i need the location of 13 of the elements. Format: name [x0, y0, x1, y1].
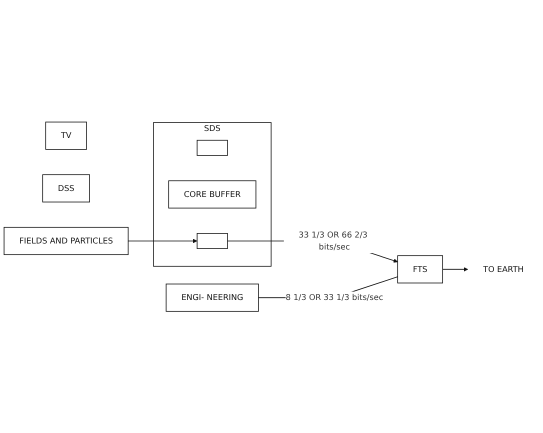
- node-box: FTS: [397, 255, 444, 284]
- edge-label: 33 1/3 OR 66 2/3 bits/sec: [298, 230, 368, 252]
- arrow: [442, 266, 468, 272]
- edge-label: 8 1/3 OR 33 1/3 bits/sec: [286, 292, 384, 302]
- node-text: TO EARTH: [483, 264, 524, 274]
- node-box: [196, 140, 228, 156]
- node-box: TV: [45, 121, 87, 150]
- node-box: [196, 232, 228, 249]
- arrow: [128, 238, 198, 244]
- node-box: CORE BUFFER: [168, 180, 256, 208]
- node-box: FIELDS AND PARTICLES: [4, 226, 129, 255]
- node-box: ENGI- NEERING: [166, 283, 259, 312]
- node-box: DSS: [42, 174, 90, 202]
